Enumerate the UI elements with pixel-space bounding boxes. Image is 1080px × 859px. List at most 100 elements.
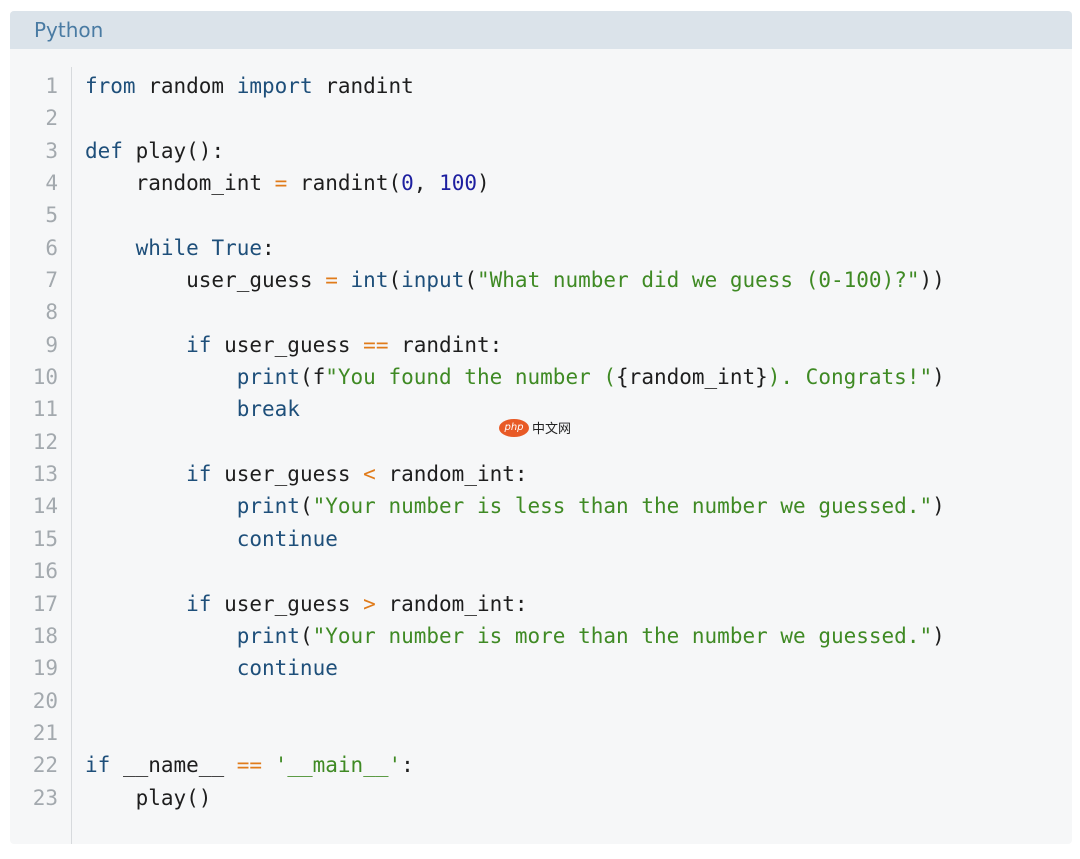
watermark-text: 中文网 — [532, 422, 572, 437]
code-token-plain: randint: — [388, 332, 503, 357]
line-number: 10 — [32, 365, 58, 390]
line-number: 3 — [45, 138, 58, 163]
code-token-plain — [85, 365, 237, 389]
code-token-plain — [85, 527, 237, 551]
code-line: 16 — [10, 555, 1072, 587]
code-token-kw: if — [186, 332, 212, 357]
code-token-plain — [85, 397, 237, 421]
line-source: user_guess = int(input("What number did … — [58, 264, 945, 296]
line-number: 23 — [32, 785, 58, 810]
code-token-kw: print — [236, 494, 300, 519]
code-token-kw: if — [186, 591, 212, 616]
line-number: 12 — [32, 429, 58, 454]
code-token-kw: def — [85, 138, 123, 163]
line-number: 13 — [32, 462, 58, 487]
code-token-op: == — [363, 332, 389, 357]
code-line: 17 if user_guess > random_int: — [10, 588, 1072, 620]
code-line: 14 print("Your number is less than the n… — [10, 490, 1072, 522]
code-token-plain — [85, 462, 186, 486]
code-token-kw: print — [236, 365, 300, 390]
code-token-kw: print — [236, 623, 300, 648]
code-line: 5 — [10, 199, 1072, 231]
code-token-plain: )) — [919, 268, 945, 293]
line-source: print("Your number is more than the numb… — [58, 620, 945, 652]
code-line: 22 if __name__ == '__main__': — [10, 749, 1072, 781]
code-token-plain: (f — [299, 365, 326, 390]
code-token-kw: True — [211, 235, 263, 260]
code-token-plain — [85, 236, 136, 260]
code-line: 7 user_guess = int(input("What number di… — [10, 264, 1072, 296]
code-token-plain: user_guess — [85, 268, 326, 293]
line-number: 16 — [32, 559, 58, 584]
code-token-plain — [338, 268, 351, 292]
code-token-op: == — [236, 753, 263, 778]
line-source: continue — [58, 652, 338, 684]
code-token-plain: ) — [932, 365, 945, 390]
code-token-plain: ( — [388, 268, 402, 293]
code-token-str: ). Congrats!" — [767, 365, 933, 390]
code-token-plain: : — [401, 753, 414, 778]
code-line: 19 continue — [10, 652, 1072, 684]
code-token-plain: ( — [299, 494, 313, 519]
code-token-op: = — [274, 171, 288, 196]
code-token-plain — [199, 236, 212, 260]
code-header: Python — [10, 11, 1072, 49]
code-line: 11 break — [10, 393, 1072, 425]
line-source: break — [58, 393, 300, 425]
code-line: 9 if user_guess == randint: — [10, 329, 1072, 361]
code-token-num: 0 — [401, 171, 414, 196]
line-source: if user_guess > random_int: — [58, 588, 527, 620]
line-source: print(f"You found the number ({random_in… — [58, 361, 945, 393]
code-token-plain: random_int: — [375, 462, 528, 487]
line-number: 21 — [32, 720, 58, 745]
line-number: 18 — [32, 623, 58, 648]
code-line: 21 — [10, 717, 1072, 749]
code-line: 18 print("Your number is more than the n… — [10, 620, 1072, 652]
code-token-plain: __name__ — [110, 753, 237, 778]
code-token-plain: play() — [85, 785, 212, 810]
code-token-kw: continue — [236, 656, 338, 681]
code-token-plain: ) — [477, 171, 490, 196]
code-token-plain: ( — [464, 268, 477, 293]
code-line: 6 while True: — [10, 232, 1072, 264]
line-number: 7 — [45, 268, 58, 293]
line-source: random_int = randint(0, 100) — [58, 167, 490, 199]
code-token-kw: if — [186, 462, 212, 487]
line-number: 22 — [32, 753, 58, 778]
line-number: 20 — [32, 688, 58, 713]
code-token-op: = — [325, 268, 338, 293]
line-number: 1 — [45, 74, 58, 98]
line-number: 8 — [45, 300, 58, 325]
line-number: 14 — [32, 494, 58, 519]
code-token-op: < — [363, 462, 376, 487]
code-token-plain: random_int — [85, 171, 275, 196]
line-number: 11 — [32, 397, 58, 422]
code-token-plain: ) — [932, 623, 945, 648]
line-source: def play(): — [58, 135, 224, 167]
code-token-plain — [262, 753, 275, 777]
watermark: php 中文网 — [499, 418, 571, 437]
line-source: play() — [58, 782, 212, 814]
code-token-kw: int — [350, 268, 389, 293]
code-token-kw: import — [236, 74, 313, 98]
code-token-kw: continue — [236, 526, 338, 551]
code-token-plain: {random_int} — [616, 365, 768, 390]
code-token-kw: if — [85, 753, 111, 778]
code-line: 10 print(f"You found the number ({random… — [10, 361, 1072, 393]
code-line: 12 — [10, 426, 1072, 458]
code-token-str: "What number did we guess (0-100)?" — [477, 268, 920, 293]
watermark-logo-icon: php — [499, 418, 529, 437]
code-line: 8 — [10, 296, 1072, 328]
code-line: 23 play() — [10, 782, 1072, 814]
code-line: 2 — [10, 102, 1072, 134]
code-token-plain — [85, 333, 186, 357]
code-token-plain: ) — [932, 494, 945, 519]
line-source: continue — [58, 523, 338, 555]
code-line: 13 if user_guess < random_int: — [10, 458, 1072, 490]
code-token-str: "You found the number ( — [325, 365, 617, 390]
line-number: 9 — [45, 332, 58, 357]
code-token-str: '__main__' — [274, 753, 402, 778]
